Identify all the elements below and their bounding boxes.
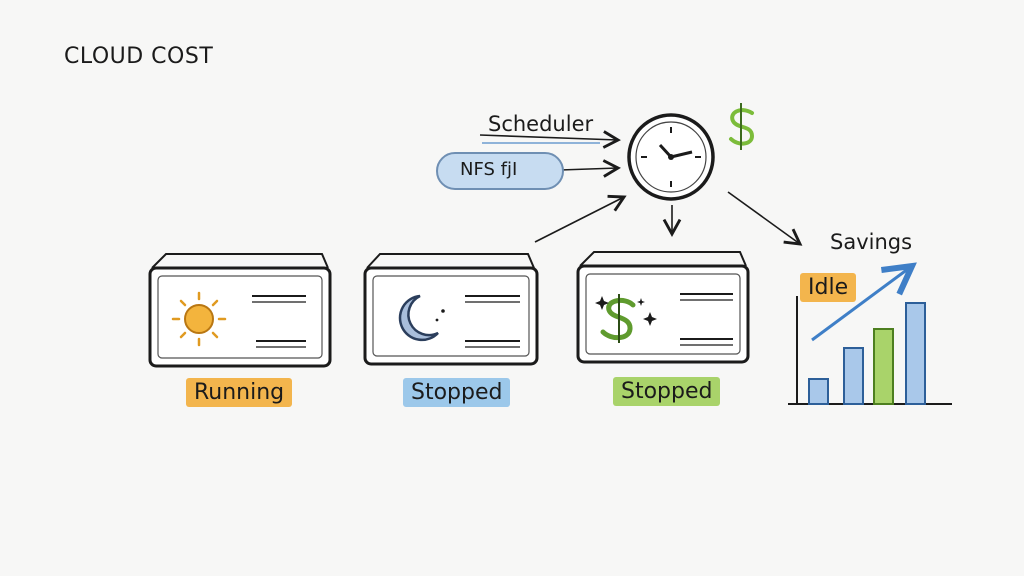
dollar-icon [729,103,755,150]
chart-bar-4 [905,302,926,405]
dollar-sparkle-icon [595,294,657,343]
chart-bar-2 [843,347,864,405]
chart-bar-3 [873,328,894,405]
arrow-scheduler-to-clock [479,130,621,149]
scheduler-input-text: NFS fjI [460,159,518,180]
idle-tag: Idle [800,273,857,302]
scheduler-input[interactable]: NFS fjI [436,152,564,190]
trend-arrow [811,266,912,342]
chart-bar-1 [808,378,829,405]
instance-box-1 [148,253,332,368]
instance-box-2 [363,253,539,366]
scheduler-label: Scheduler [488,112,594,136]
status-stopped-2: Stopped [613,377,721,406]
clock-icon [627,113,715,201]
status-running: Running [186,378,293,407]
savings-chart [788,266,952,405]
arrow-clock-to-savings [727,191,803,246]
page-title: CLOUD COST [64,44,214,69]
arrow-input-to-clock [559,159,621,178]
savings-label: Savings [830,230,913,254]
moon-icon [398,294,445,342]
status-stopped-1: Stopped [403,378,511,407]
arrow-instances-to-clock [534,194,627,243]
sun-icon [171,291,227,347]
instance-box-3 [576,251,750,364]
